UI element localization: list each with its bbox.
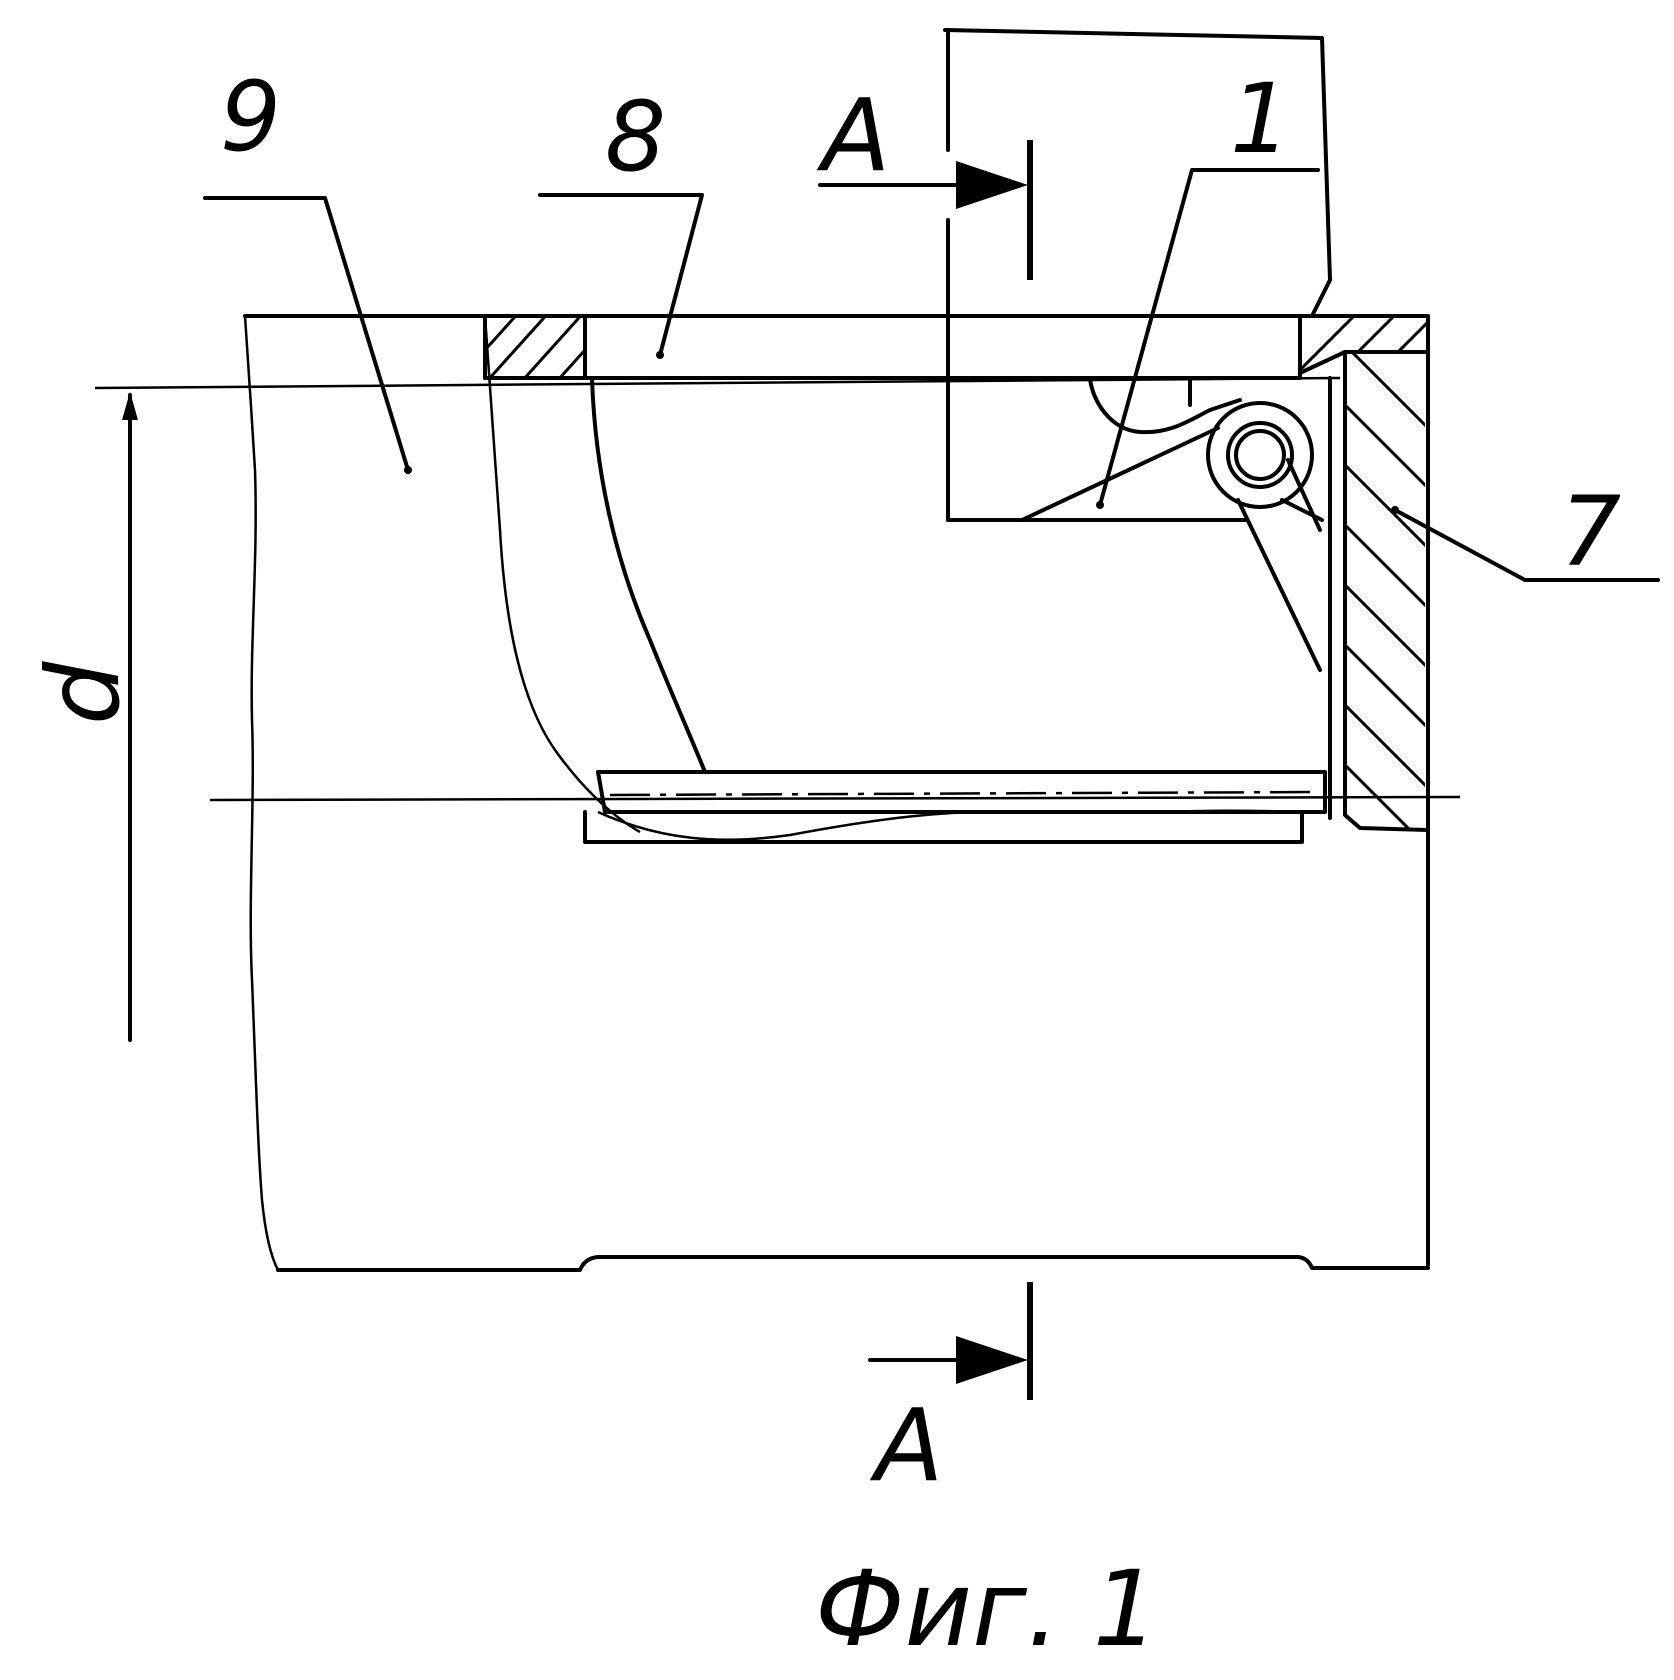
figure-caption: Фиг. 1 bbox=[815, 1548, 1159, 1670]
groove-part-8 bbox=[485, 316, 1325, 842]
dimension-label: d bbox=[25, 661, 142, 725]
section-label-top: A bbox=[816, 77, 890, 194]
section-marker-bottom bbox=[870, 1282, 1030, 1400]
section-label-bottom: A bbox=[869, 1387, 943, 1504]
label-part-7: 7 bbox=[1560, 476, 1621, 588]
centerlines bbox=[95, 378, 1460, 800]
label-part-8: 8 bbox=[605, 81, 666, 193]
label-part-9: 9 bbox=[220, 61, 281, 173]
leaders bbox=[205, 170, 1658, 580]
wall-part-7 bbox=[1300, 316, 1428, 830]
label-part-1: 1 bbox=[1230, 63, 1291, 175]
